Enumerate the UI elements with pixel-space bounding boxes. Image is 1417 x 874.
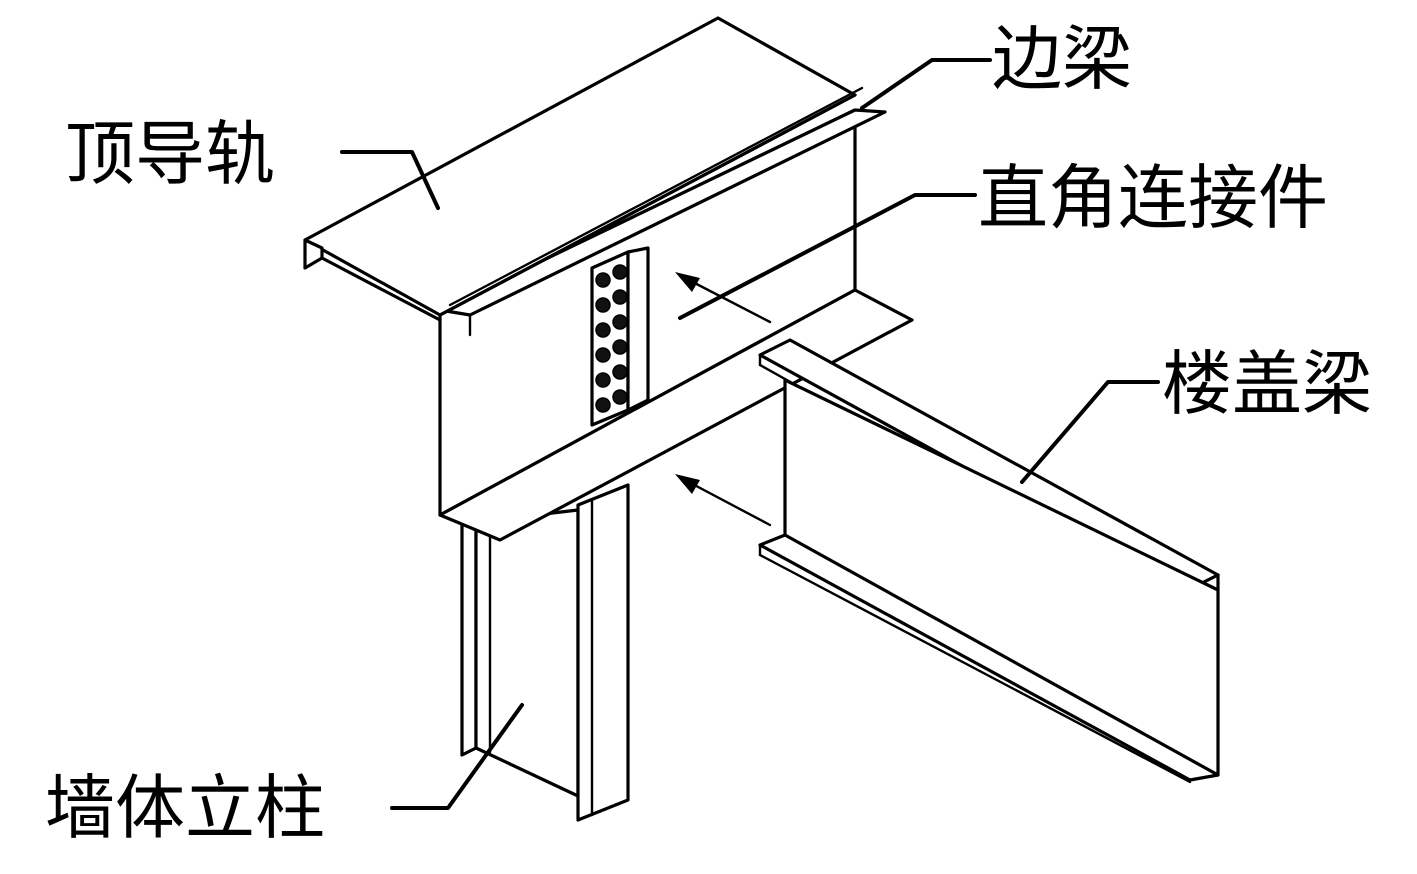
leader-clip-angle [678, 193, 977, 320]
label-floor-joist: 楼盖梁 [1162, 343, 1372, 425]
arrow-head-icon [675, 474, 700, 494]
clip-angle [590, 246, 650, 427]
assembly-arrows [675, 272, 772, 527]
label-top-track: 顶导轨 [65, 113, 275, 195]
leader-floor-joist [1020, 380, 1160, 484]
labels: 顶导轨 边梁 直角连接件 楼盖梁 墙体立柱 [45, 18, 1372, 849]
arrow-head-icon [675, 272, 700, 292]
label-clip-angle: 直角连接件 [978, 157, 1328, 239]
leader-wall-stud [390, 703, 524, 810]
label-wall-stud: 墙体立柱 [45, 767, 325, 849]
label-edge-beam: 边梁 [992, 18, 1132, 100]
leader-edge-beam [860, 58, 992, 110]
top-track [303, 16, 864, 322]
leader-lines [340, 58, 1160, 810]
floor-joist [758, 338, 1220, 784]
bolts [595, 264, 628, 413]
leader-top-track [340, 150, 440, 210]
